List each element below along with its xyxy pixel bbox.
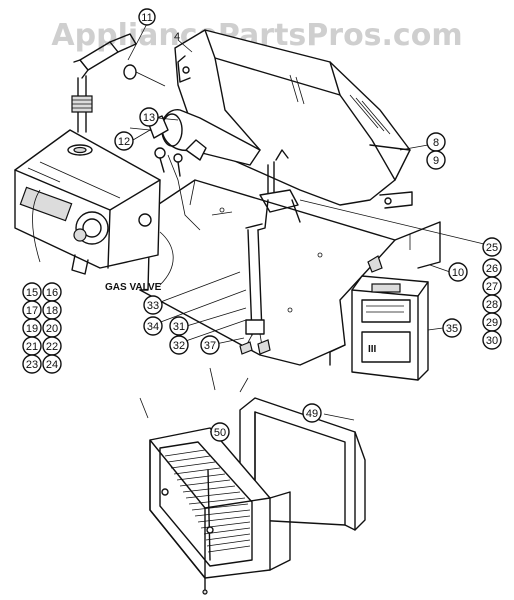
callout-28[interactable]: 28 bbox=[482, 294, 502, 314]
callout-26[interactable]: 26 bbox=[482, 258, 502, 278]
callout-8[interactable]: 8 bbox=[426, 132, 446, 152]
svg-text:8: 8 bbox=[433, 137, 439, 149]
callout-21[interactable]: 21 bbox=[22, 336, 42, 356]
svg-text:33: 33 bbox=[147, 300, 159, 312]
svg-text:23: 23 bbox=[26, 359, 38, 371]
svg-text:24: 24 bbox=[46, 359, 58, 371]
gas-inlet-pipe bbox=[71, 33, 166, 133]
callout-30[interactable]: 30 bbox=[482, 330, 502, 350]
svg-text:4: 4 bbox=[174, 31, 180, 43]
callout-50[interactable]: 50 bbox=[210, 422, 230, 442]
callout-4[interactable]: 4 bbox=[174, 31, 180, 43]
callout-16[interactable]: 16 bbox=[42, 282, 62, 302]
callout-25[interactable]: 25 bbox=[482, 237, 502, 257]
svg-text:21: 21 bbox=[26, 341, 38, 353]
callout-29[interactable]: 29 bbox=[482, 312, 502, 332]
callouts: 11 4 13 12 8 9 25 26 27 28 29 30 10 35 1… bbox=[22, 8, 502, 442]
callout-9[interactable]: 9 bbox=[426, 150, 446, 170]
callout-19[interactable]: 19 bbox=[22, 318, 42, 338]
callout-31[interactable]: 31 bbox=[169, 316, 189, 336]
control-module: III bbox=[351, 255, 429, 381]
svg-text:20: 20 bbox=[46, 323, 58, 335]
callout-35[interactable]: 35 bbox=[442, 318, 462, 338]
svg-text:26: 26 bbox=[486, 263, 498, 275]
gas-valve-label: GAS VALVE bbox=[105, 282, 162, 293]
svg-text:12: 12 bbox=[118, 136, 130, 148]
callout-17[interactable]: 17 bbox=[22, 300, 42, 320]
svg-text:13: 13 bbox=[143, 112, 155, 124]
callout-49[interactable]: 49 bbox=[302, 403, 322, 423]
callout-20[interactable]: 20 bbox=[42, 318, 62, 338]
callout-13[interactable]: 13 bbox=[139, 107, 159, 127]
callout-23[interactable]: 23 bbox=[22, 354, 42, 374]
callout-15[interactable]: 15 bbox=[22, 282, 42, 302]
heat-exchanger-assembly bbox=[174, 29, 413, 209]
svg-text:34: 34 bbox=[147, 321, 159, 333]
front-grille bbox=[149, 427, 291, 595]
callout-10[interactable]: 10 bbox=[448, 262, 468, 282]
svg-text:35: 35 bbox=[446, 323, 458, 335]
svg-text:16: 16 bbox=[46, 287, 58, 299]
svg-text:10: 10 bbox=[452, 267, 464, 279]
burner-tube bbox=[149, 109, 261, 166]
svg-text:32: 32 bbox=[173, 340, 185, 352]
svg-text:31: 31 bbox=[173, 321, 185, 333]
svg-text:27: 27 bbox=[486, 281, 498, 293]
gas-valve-body bbox=[14, 129, 161, 275]
callout-33[interactable]: 33 bbox=[143, 295, 163, 315]
svg-text:18: 18 bbox=[46, 305, 58, 317]
svg-text:17: 17 bbox=[26, 305, 38, 317]
callout-18[interactable]: 18 bbox=[42, 300, 62, 320]
callout-37[interactable]: 37 bbox=[200, 335, 220, 355]
svg-text:9: 9 bbox=[433, 155, 439, 167]
callout-12[interactable]: 12 bbox=[114, 131, 134, 151]
svg-text:19: 19 bbox=[26, 323, 38, 335]
callout-27[interactable]: 27 bbox=[482, 276, 502, 296]
pilot-tubing bbox=[239, 199, 271, 355]
svg-text:11: 11 bbox=[141, 12, 152, 24]
svg-text:37: 37 bbox=[204, 340, 216, 352]
svg-text:29: 29 bbox=[486, 317, 498, 329]
callout-34[interactable]: 34 bbox=[143, 316, 163, 336]
control-panel-marking: III bbox=[368, 344, 377, 355]
svg-text:49: 49 bbox=[306, 408, 318, 420]
callout-22[interactable]: 22 bbox=[42, 336, 62, 356]
leader-lines bbox=[32, 17, 485, 433]
callout-32[interactable]: 32 bbox=[169, 335, 189, 355]
callout-24[interactable]: 24 bbox=[42, 354, 62, 374]
svg-text:50: 50 bbox=[214, 427, 226, 439]
chassis-panel bbox=[139, 179, 441, 366]
pilot-assembly bbox=[259, 149, 301, 223]
svg-text:28: 28 bbox=[486, 299, 498, 311]
svg-text:15: 15 bbox=[26, 287, 38, 299]
grille-louvers bbox=[164, 449, 251, 553]
svg-text:25: 25 bbox=[486, 242, 498, 254]
callout-11[interactable]: 11 bbox=[138, 8, 156, 26]
svg-text:30: 30 bbox=[486, 335, 498, 347]
svg-text:22: 22 bbox=[46, 341, 58, 353]
